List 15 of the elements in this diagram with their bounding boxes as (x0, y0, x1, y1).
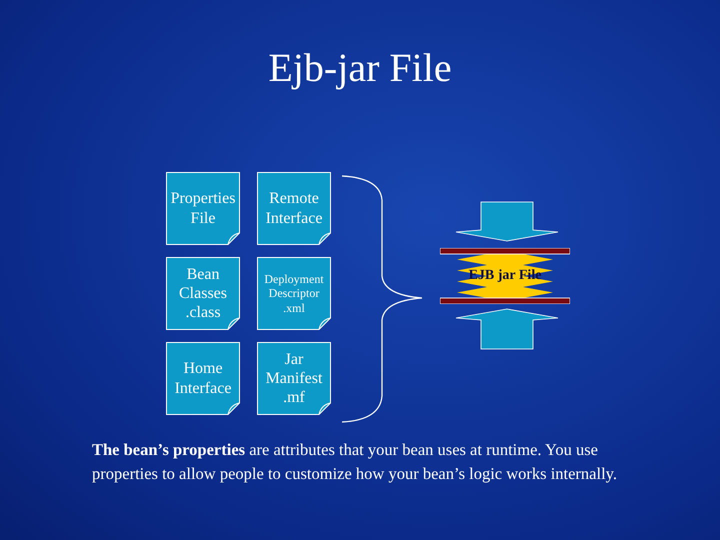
note-label: Deployment Descriptor .xml (263, 272, 325, 316)
slide-title: Ejb-jar File (267, 44, 453, 91)
document-note (166, 342, 240, 415)
description-text: The bean’s properties are attributes that your bean uses at runtime. You use properties to allow people to customize how your bean’s logic works internally. (92, 439, 618, 485)
document-note (257, 257, 331, 330)
note-label: Properties File (170, 189, 236, 228)
note-label: Home Interface (174, 359, 232, 398)
document-note (257, 342, 331, 415)
compressed-file-shape (440, 248, 570, 304)
note-label: Remote Interface (264, 189, 324, 228)
document-note (166, 257, 240, 330)
note-label: Bean Classes .class (178, 264, 228, 322)
document-note (166, 172, 240, 245)
document-note (257, 172, 331, 245)
note-label: Jar Manifest .mf (264, 350, 324, 408)
